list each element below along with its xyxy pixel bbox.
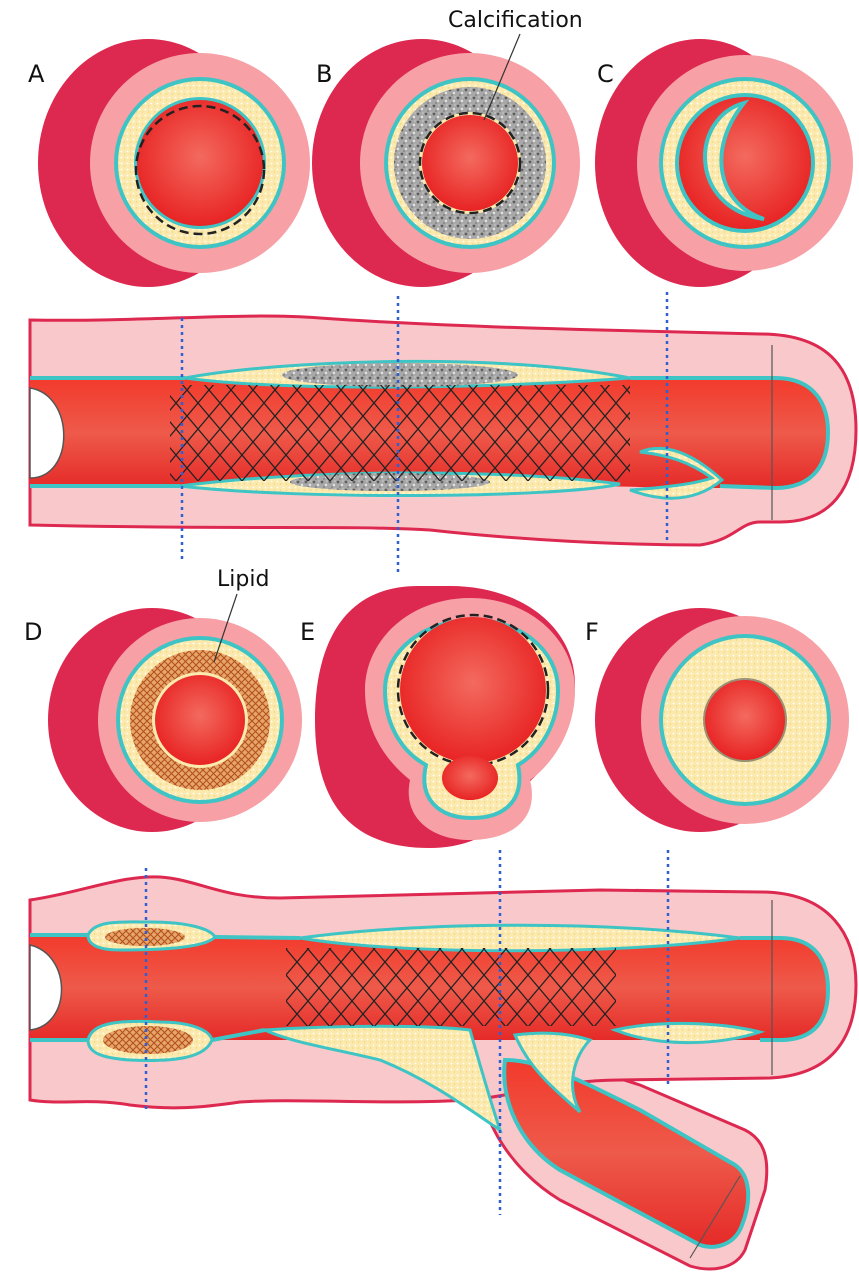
- cross-section-f: [595, 608, 849, 832]
- lumen-f: [705, 680, 785, 760]
- vessel-2-stent: [286, 948, 616, 1026]
- lumen-d: [155, 675, 245, 765]
- cross-section-d: [48, 608, 302, 832]
- cross-section-e: [315, 586, 575, 848]
- calcification-label: Calcification: [448, 8, 583, 33]
- panel-label-f: F: [585, 618, 599, 646]
- panel-label-e: E: [300, 618, 315, 646]
- panel-label-b: B: [316, 60, 332, 88]
- false-lumen-e: [442, 756, 498, 800]
- cross-section-a: [38, 39, 310, 287]
- vessel-longitudinal-2: [30, 850, 856, 1269]
- lipid-label: Lipid: [217, 567, 269, 592]
- lumen-e: [400, 617, 546, 763]
- panel-label-c: C: [597, 60, 614, 88]
- panel-label-a: A: [28, 60, 45, 88]
- cross-section-c: [595, 39, 853, 287]
- cross-section-b: [312, 39, 580, 287]
- lumen-b: [422, 115, 518, 211]
- vessel-1-stent: [170, 385, 630, 481]
- lumen-a: [137, 100, 263, 226]
- vessel-longitudinal-1: [30, 292, 856, 574]
- vessel-1-upper-calcification: [282, 363, 518, 387]
- panel-label-d: D: [24, 618, 42, 646]
